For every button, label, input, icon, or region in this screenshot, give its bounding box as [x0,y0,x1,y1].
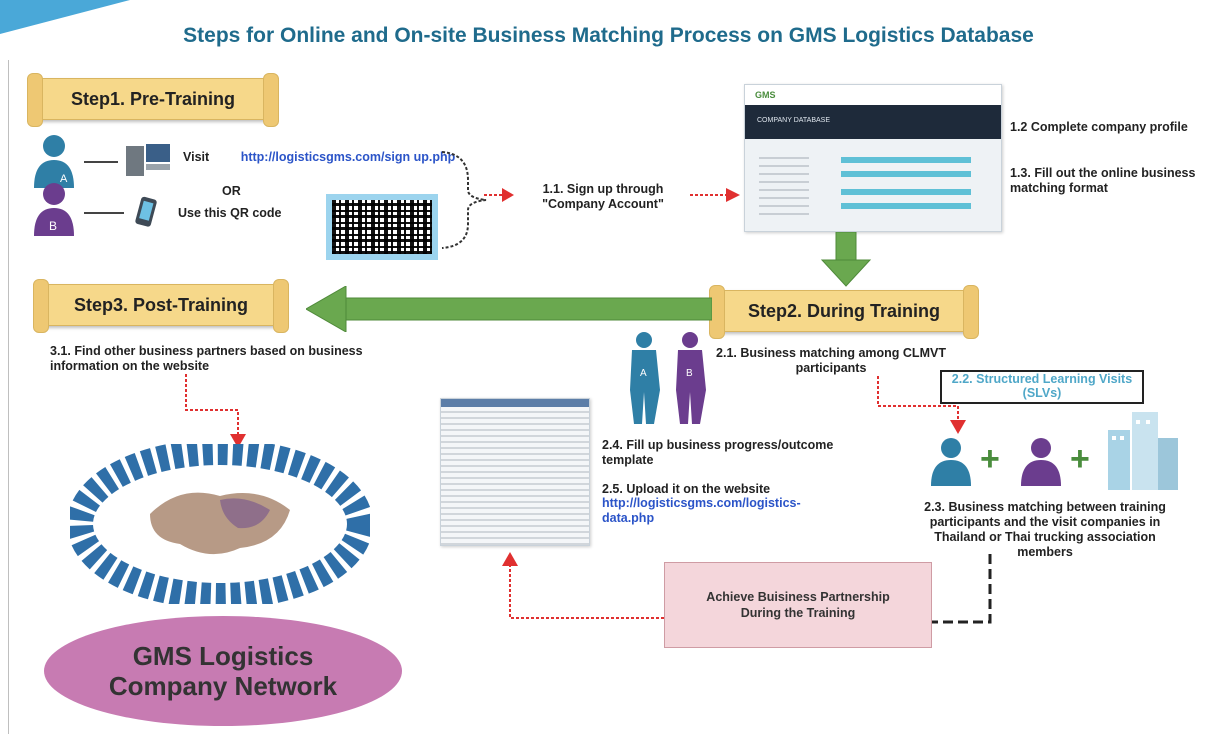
website-bar [841,189,971,195]
connector-line [84,161,118,163]
brace-connector [441,151,487,249]
website-bar [841,171,971,177]
arrow-down-green-icon [820,232,872,287]
arrow-up-red-icon [502,552,664,619]
person-b-letter: B [686,368,693,379]
format-text: 1.3. Fill out the online business matchi… [1010,166,1196,195]
website-bar [841,203,971,209]
matching-among-text: 2.1. Business matching among CLMVT parti… [716,346,946,375]
website-bar [841,157,971,163]
step1-banner: Step1. Pre-Training [27,73,279,127]
website-sidebar [759,155,809,215]
person-a-icon: A [34,135,74,188]
person-a-letter: A [640,368,647,379]
profile-text: 1.2 Complete company profile [1010,120,1188,134]
left-border [8,60,9,734]
building-icon [1108,412,1178,490]
dashed-connector [932,554,992,624]
arrow-down-red-icon [185,374,246,448]
website-screenshot: GMS COMPANY DATABASE [744,84,1002,232]
computer-icon [126,144,170,176]
person-b-icon: B [34,183,74,236]
step3-label: Step3. Post-Training [73,295,249,315]
upload-text: 2.5. Upload it on the website [602,482,771,496]
arrow-right-red-icon [484,188,514,202]
or-text: OR [222,184,241,198]
person-a-letter: A [60,173,68,185]
website-logo: GMS [745,85,1001,105]
arrow-right-red-icon [690,188,740,202]
page-title: Steps for Online and On-site Business Ma… [183,24,1034,47]
step2-banner: Step2. During Training [709,285,979,339]
achieve-partnership-box: Achieve Buisiness Partnership During the… [664,562,932,648]
fill-template-text: 2.4. Fill up business progress/outcome t… [602,438,834,467]
slv-frame: 2.2. Structured Learning Visits (SLVs) [940,370,1144,404]
achieve-text: Achieve Buisiness Partnership During the… [706,590,890,620]
upload-url-link[interactable]: http://logisticsgms.com/logistics-data.p… [602,496,801,525]
network-ring-graphic [70,444,370,604]
template-header-bar [441,399,589,407]
plus-icon: + [980,440,1000,478]
matching-between-text: 2.3. Business matching between training … [924,500,1166,559]
person-a-icon [931,438,971,486]
business-people-icon: A B [630,332,706,424]
phone-icon [135,196,157,227]
arrow-down-red-icon [877,376,966,434]
step3-banner: Step3. Post-Training [33,279,289,333]
template-document-image [440,398,590,546]
find-partners-text: 3.1. Find other business partners based … [50,344,363,373]
corner-accent [0,0,130,34]
signup-url-link[interactable]: http://logisticsgms.com/sign up.php [240,150,456,164]
visit-text: Visit [183,150,210,164]
plus-icon: + [1070,440,1090,478]
step2-label: Step2. During Training [747,301,940,321]
qr-text: Use this QR code [178,206,282,220]
signup-text: 1.1. Sign up through "Company Account" [542,182,664,211]
person-b-icon [1021,438,1061,486]
website-banner: COMPANY DATABASE [745,105,1001,139]
person-b-letter: B [49,219,57,233]
network-ellipse: GMS Logistics Company Network [44,616,402,726]
arrow-left-green-icon [306,286,712,332]
network-label: GMS Logistics Company Network [108,641,338,701]
connector-line [84,212,124,214]
qr-code-image[interactable] [326,194,438,260]
step1-label: Step1. Pre-Training [70,89,236,109]
